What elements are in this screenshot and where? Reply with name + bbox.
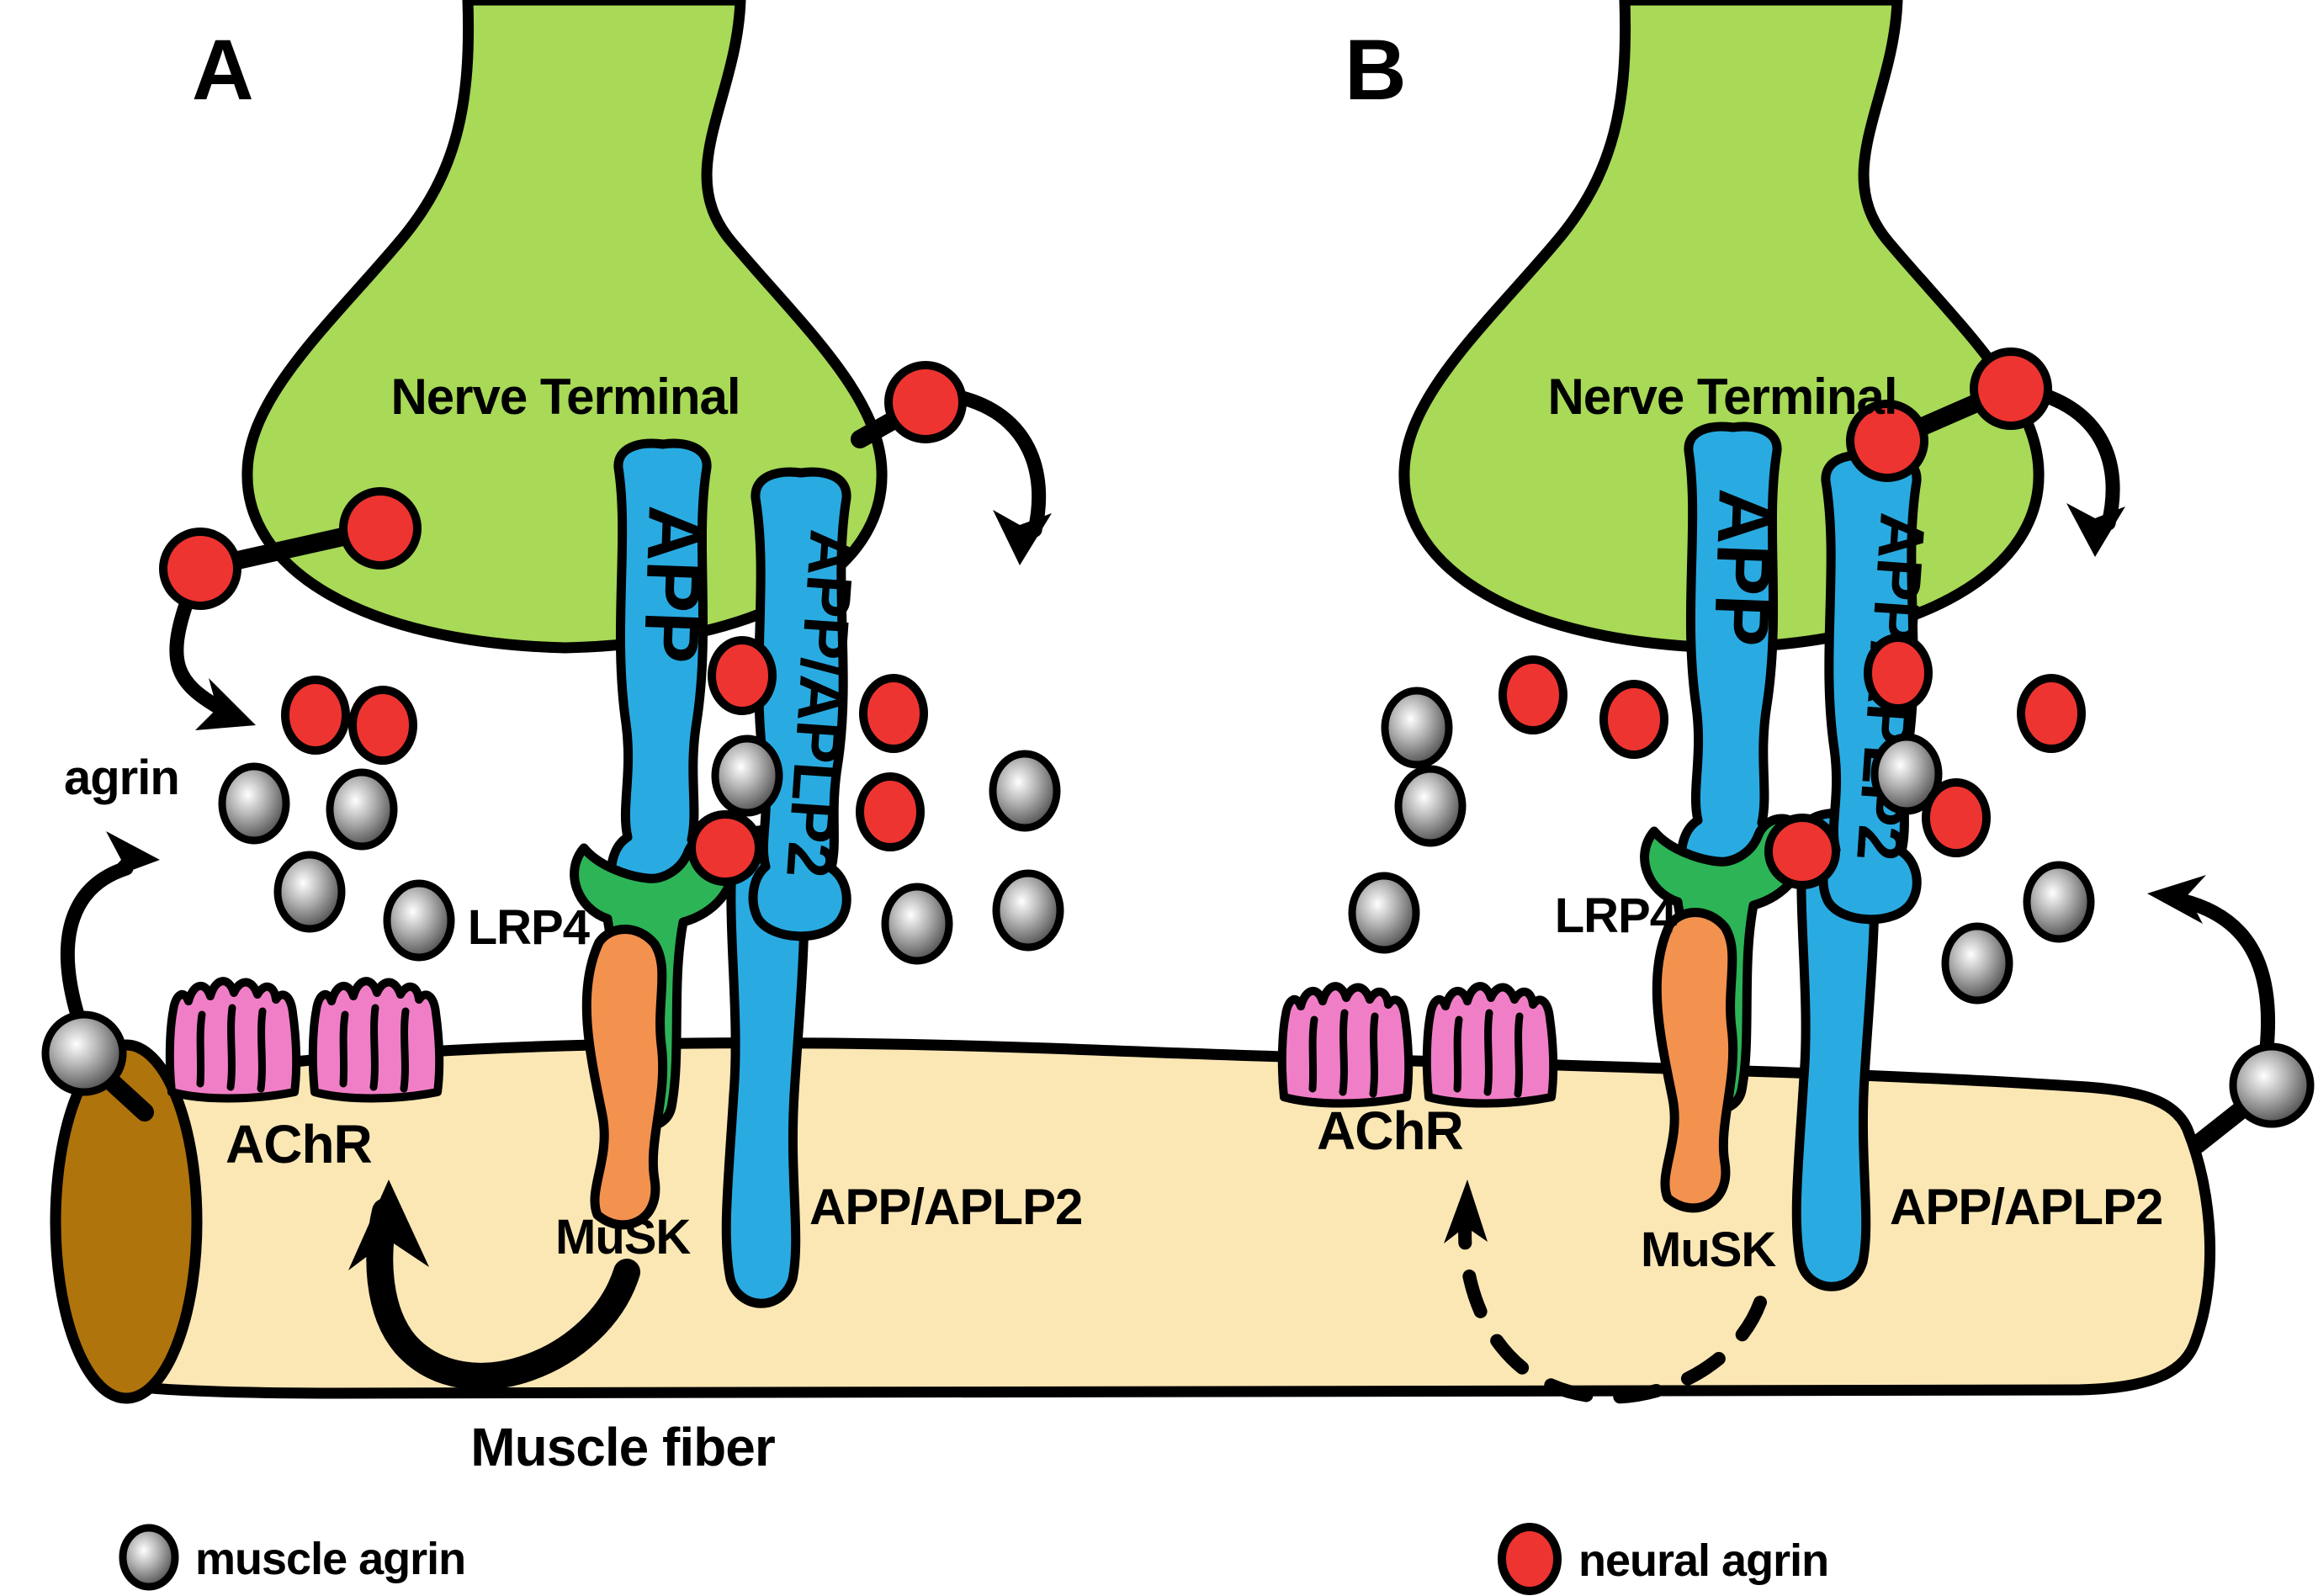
- figure-labels: A B Nerve Terminal Nerve Terminal agrin …: [64, 22, 2163, 1477]
- protein-complex-a: APP APP/APLP2: [570, 438, 868, 1308]
- muscle-agrin-arrowhead-a: [101, 831, 160, 882]
- achr-cluster-a1: [170, 981, 296, 1098]
- musk-to-achr-dashed-arrowhead-b: [1444, 1180, 1488, 1243]
- muscle-agrin-dot: [881, 883, 953, 965]
- neural-agrin-dot: [159, 528, 241, 610]
- achr-label-a: AChR: [225, 1114, 372, 1174]
- neural-agrin-legend-label: neural agrin: [1578, 1535, 1828, 1586]
- muscle-agrin-dot: [41, 1010, 127, 1096]
- muscle-agrin-dot: [711, 734, 783, 817]
- neural-agrin-arrowhead-a-left: [195, 678, 256, 730]
- muscle-agrin-dot: [326, 768, 398, 851]
- muscle-agrin-dot: [1381, 687, 1453, 769]
- muscle-agrin-dot: [2023, 861, 2095, 943]
- neural-agrin-legend-icon: [1498, 1523, 1562, 1595]
- app-aplp2-label-b: APP/APLP2: [1890, 1179, 2162, 1235]
- nerve-terminal-label-b: Nerve Terminal: [1547, 369, 1896, 425]
- musk-to-achr-arrowhead-a: [348, 1180, 429, 1270]
- neural-agrin-dot: [1846, 400, 1928, 482]
- muscle-agrin-dot: [2229, 1042, 2315, 1128]
- neural-agrin-dot: [859, 674, 928, 753]
- agrin-dots-panel-a: [41, 361, 1064, 1096]
- neural-agrin-dot: [1922, 778, 1991, 857]
- neural-agrin-arrow-a-left: [169, 590, 228, 716]
- neural-agrin-dot: [2017, 674, 2086, 753]
- neural-agrin-dot: [339, 487, 422, 570]
- neural-agrin-arrow-a-right: [952, 390, 1047, 538]
- neural-agrin-dot: [687, 810, 763, 886]
- neural-agrin-dot: [1970, 347, 2052, 430]
- release-arrows: [61, 386, 2276, 1056]
- legend: muscle agrin neural agrin: [119, 1523, 1829, 1595]
- neural-agrin-dot: [856, 772, 925, 851]
- muscle-agrin-arrowhead-b: [2147, 875, 2206, 924]
- agrin-label: agrin: [64, 750, 179, 805]
- app-band-label: APP: [628, 504, 719, 664]
- muscle-agrin-legend-icon: [119, 1524, 179, 1591]
- achr-label-b: AChR: [1317, 1100, 1463, 1161]
- lrp4-label-a: LRP4: [468, 900, 590, 955]
- muscle-fiber-end-cap: [50, 1039, 203, 1404]
- neural-agrin-arrowhead-b-right: [2066, 503, 2125, 557]
- musk-shape: [581, 925, 668, 1230]
- muscle-agrin-dot: [1941, 922, 2013, 1005]
- lrp4-label-b: LRP4: [1555, 888, 1677, 943]
- neural-agrin-dot: [708, 636, 777, 715]
- neural-agrin-dot: [1764, 814, 1840, 889]
- musk-to-achr-dashed-arrow-b: [1458, 1210, 1767, 1404]
- muscle-agrin-dot: [1348, 872, 1420, 954]
- muscle-agrin-arrow-b: [2173, 893, 2276, 1056]
- musk-label-b: MuSK: [1641, 1222, 1776, 1277]
- muscle-agrin-dot: [383, 879, 455, 962]
- neural-agrin-dot: [348, 686, 417, 765]
- muscle-agrin-arrow-a: [61, 861, 134, 1022]
- muscle-agrin-dot: [1870, 733, 1943, 815]
- muscle-agrin-dot: [992, 869, 1064, 952]
- muscle-fiber-label: Muscle fiber: [470, 1417, 775, 1477]
- musk-label-a: MuSK: [555, 1210, 691, 1265]
- achr-cluster-a2: [313, 981, 439, 1098]
- signaling-arrows: [348, 1180, 1767, 1404]
- muscle-agrin-dot: [218, 762, 290, 845]
- achr-cluster-b1: [1282, 986, 1408, 1103]
- muscle-agrin-dot: [989, 750, 1061, 832]
- neural-agrin-arrow-b-right: [2032, 386, 2120, 531]
- musk-to-achr-arrow-a: [366, 1198, 640, 1390]
- muscle-agrin-dot: [273, 851, 346, 933]
- muscle-agrin-dot: [1394, 765, 1467, 847]
- neural-agrin-dot: [1864, 634, 1933, 713]
- panel-b-label: B: [1345, 22, 1406, 118]
- agrin-dots-panel-b: [1348, 347, 2315, 1128]
- muscle-agrin-legend-label: muscle agrin: [195, 1534, 465, 1584]
- neural-agrin-dot: [1498, 655, 1567, 734]
- nerve-terminal-a: [241, 0, 888, 654]
- neural-agrin-arrowhead-a-right: [993, 510, 1052, 565]
- neural-agrin-dot: [281, 676, 350, 755]
- nerve-terminal-label-a: Nerve Terminal: [390, 369, 740, 425]
- achr-cluster-b2: [1427, 986, 1553, 1103]
- neural-agrin-dot: [884, 361, 967, 443]
- neural-agrin-dot: [1599, 680, 1668, 759]
- app-aplp2-label-a: APP/APLP2: [809, 1179, 1082, 1235]
- panel-a-label: A: [192, 22, 253, 118]
